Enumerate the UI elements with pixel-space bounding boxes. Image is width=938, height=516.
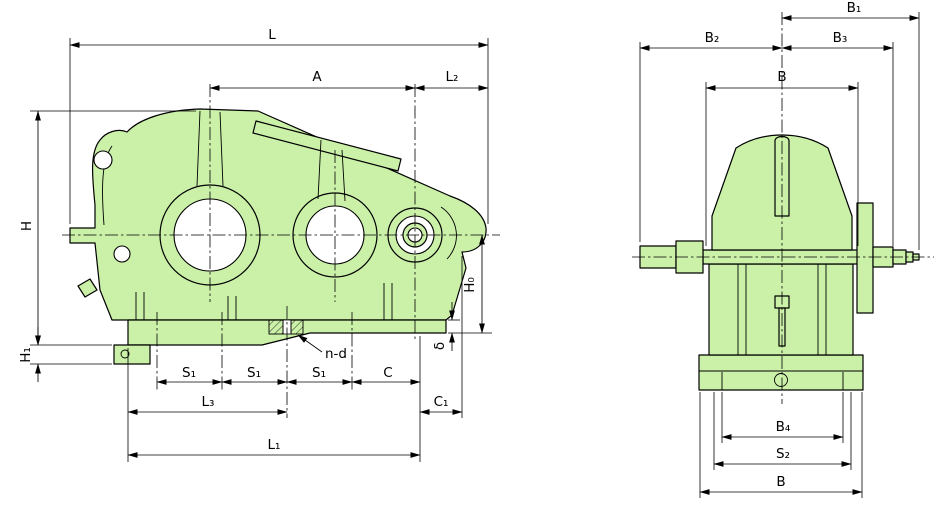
label-L: L — [268, 27, 276, 43]
output-bearing-plate — [856, 202, 874, 314]
bottom-flange — [698, 354, 864, 391]
inspection-cover — [252, 120, 402, 172]
front-view: L A L₂ H H₁ H₀ δ S₁ S₁ S₁ C n-d L₃ C₁ L₁ — [18, 27, 500, 462]
base-ribs — [737, 264, 827, 355]
cover-ridge — [774, 135, 790, 217]
label-S1-3: S₁ — [312, 365, 326, 381]
label-C: C — [383, 365, 392, 381]
front-dimensions — [35, 42, 489, 458]
label-S2: S₂ — [776, 446, 790, 462]
label-L1: L₁ — [268, 437, 281, 453]
side-dimension-labels: B₁ B₂ B₃ B B₄ S₂ B — [705, 0, 862, 490]
nd-leader — [297, 334, 323, 353]
front-body-shapes — [69, 108, 487, 365]
side-centerlines — [632, 12, 934, 404]
label-B1: B₁ — [847, 0, 862, 16]
label-B2: B₂ — [705, 30, 720, 46]
nose-inner-arc — [440, 206, 457, 260]
side-extension-lines — [639, 12, 920, 498]
label-H0: H₀ — [462, 277, 478, 293]
label-S1-2: S₁ — [247, 365, 261, 381]
label-H: H — [19, 221, 35, 231]
side-dimensions — [639, 15, 920, 495]
drain-plug — [77, 278, 98, 298]
label-S1-1: S₁ — [182, 365, 196, 381]
label-delta: δ — [432, 342, 448, 350]
flange-bolt-hole — [774, 373, 788, 387]
label-H1: H₁ — [18, 347, 34, 363]
lifting-lug-hole — [93, 150, 113, 170]
ribs — [135, 110, 393, 320]
foot-pad — [113, 344, 151, 365]
foot-pad-hole — [120, 349, 130, 359]
label-B4: B₄ — [776, 419, 791, 435]
label-B3: B₃ — [833, 30, 848, 46]
label-A: A — [312, 69, 322, 85]
front-centerlines — [62, 84, 500, 418]
label-nd: n-d — [325, 346, 347, 362]
label-L3: L₃ — [202, 394, 215, 410]
side-body-shapes — [639, 134, 920, 391]
oil-level-hole — [113, 245, 131, 263]
housing-inner-wall-line — [102, 145, 113, 226]
label-L2: L₂ — [446, 69, 459, 85]
label-C1: C₁ — [434, 394, 449, 410]
bolt-hole-section-left — [268, 319, 284, 335]
label-B-bottom: B — [776, 474, 785, 490]
front-extension-lines — [30, 38, 492, 462]
side-view: B₁ B₂ B₃ B B₄ S₂ B — [632, 0, 934, 498]
bolt-hole-section-right — [290, 319, 304, 335]
label-B-top: B — [777, 69, 786, 85]
front-dimension-labels: L A L₂ H H₁ H₀ δ S₁ S₁ S₁ C n-d L₃ C₁ L₁ — [18, 27, 478, 453]
